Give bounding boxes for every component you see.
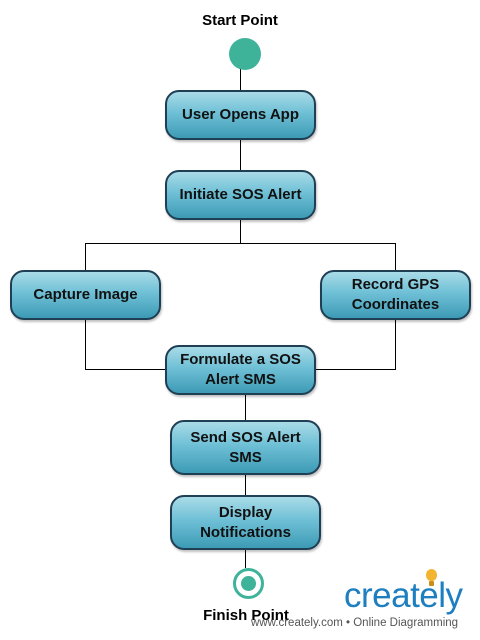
start-point-label: Start Point [202,12,278,29]
node-send-sos-alert-sms[interactable]: Send SOS Alert SMS [170,420,321,475]
creately-tagline[interactable]: www.creately.com • Online Diagramming [251,617,459,629]
node-display-notifications[interactable]: Display Notifications [170,495,321,550]
edge-capture-image-to-formulate [85,320,165,370]
edge-fork-bar [85,243,396,270]
creately-logo[interactable]: creately [344,576,463,615]
edge-record-gps-to-formulate [316,320,396,370]
finish-node [233,568,264,599]
finish-node-core [241,576,256,591]
start-node [229,38,261,70]
node-record-gps-coordinates[interactable]: Record GPS Coordinates [320,270,471,320]
lightbulb-icon [426,569,437,587]
finish-point-label: Finish Point [203,607,289,624]
node-initiate-sos-alert[interactable]: Initiate SOS Alert [165,170,316,220]
node-capture-image[interactable]: Capture Image [10,270,161,320]
node-formulate-sos-alert-sms[interactable]: Formulate a SOS Alert SMS [165,345,316,395]
node-user-opens-app[interactable]: User Opens App [165,90,316,140]
